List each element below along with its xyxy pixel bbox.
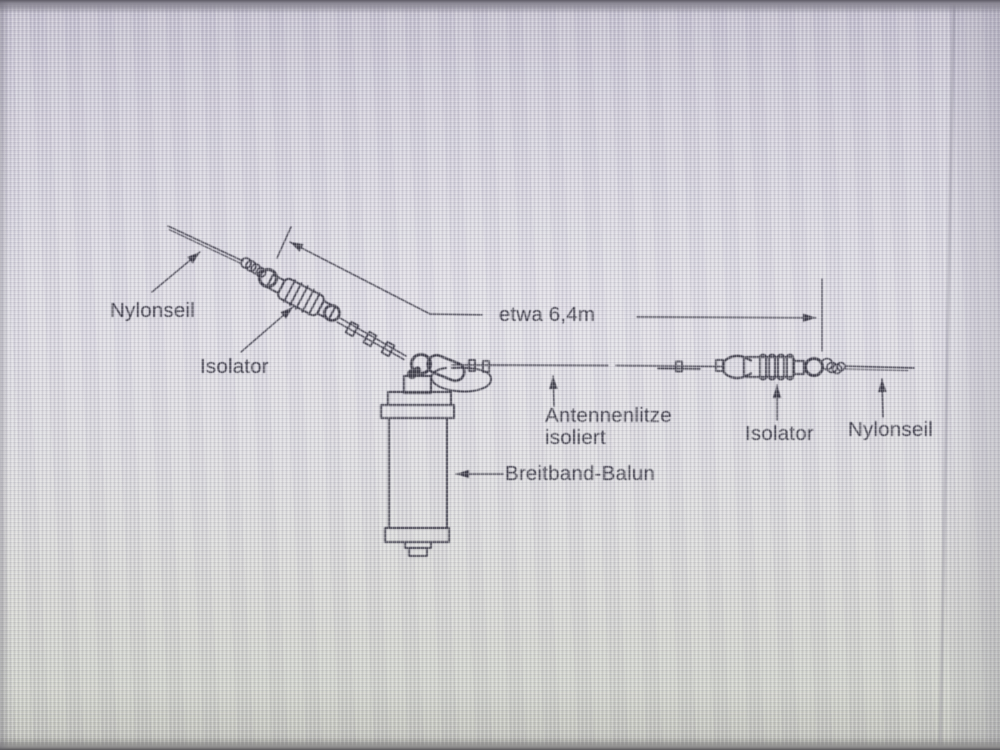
left-insulator: [265, 273, 337, 321]
leader-arrows: [151, 251, 887, 479]
left-nylon-rope: [167, 225, 244, 265]
leader-isolator-left: [240, 306, 294, 353]
label-antennenlitze-line1: Antennenlitze: [545, 404, 672, 427]
left-fork-eye: [323, 304, 341, 322]
label-antennenlitze-line2: isoliert: [545, 426, 606, 449]
feed-point: [407, 352, 492, 393]
breitband-balun: [380, 375, 455, 557]
carabiner: [426, 353, 466, 383]
balun-flange: [380, 404, 455, 419]
eye-bolt: [409, 352, 433, 376]
right-nylon-rope: [843, 365, 915, 371]
right-shackle-eye: [804, 357, 824, 377]
leader-nylonseil-right: [878, 378, 887, 418]
left-rope-coil: [240, 257, 267, 278]
right-insulator: [715, 353, 846, 381]
balun-bottom-ring: [384, 527, 450, 543]
balun-body: [388, 417, 448, 529]
wire-crimp: [675, 360, 683, 373]
dimension-line-left: [429, 313, 483, 316]
balun-connector-stub: [408, 547, 428, 557]
leader-nylonseil-left: [151, 251, 201, 293]
dimension-line-right: [636, 313, 817, 323]
right-antenna-wire: [451, 360, 725, 373]
label-isolator-right: Isolator: [745, 422, 814, 445]
label-nylonseil-right: Nylonseil: [848, 418, 933, 441]
strain-relief-loop: [430, 366, 492, 393]
label-breitband-balun: Breitband-Balun: [505, 462, 655, 485]
wire-sleeve: [657, 367, 701, 370]
label-dimension: etwa 6,4m: [499, 303, 595, 326]
label-nylonseil-left: Nylonseil: [110, 299, 195, 322]
balun-neck: [403, 375, 432, 394]
dimension-extension-left: [276, 226, 292, 259]
left-antenna-wire: [336, 317, 407, 361]
leader-antennenlitze: [549, 375, 558, 407]
label-isolator-left: Isolator: [200, 355, 269, 378]
right-rope-coil: [820, 357, 846, 375]
dimension-line-diagonal: [289, 241, 431, 315]
dimension-6-4m: [276, 226, 823, 352]
